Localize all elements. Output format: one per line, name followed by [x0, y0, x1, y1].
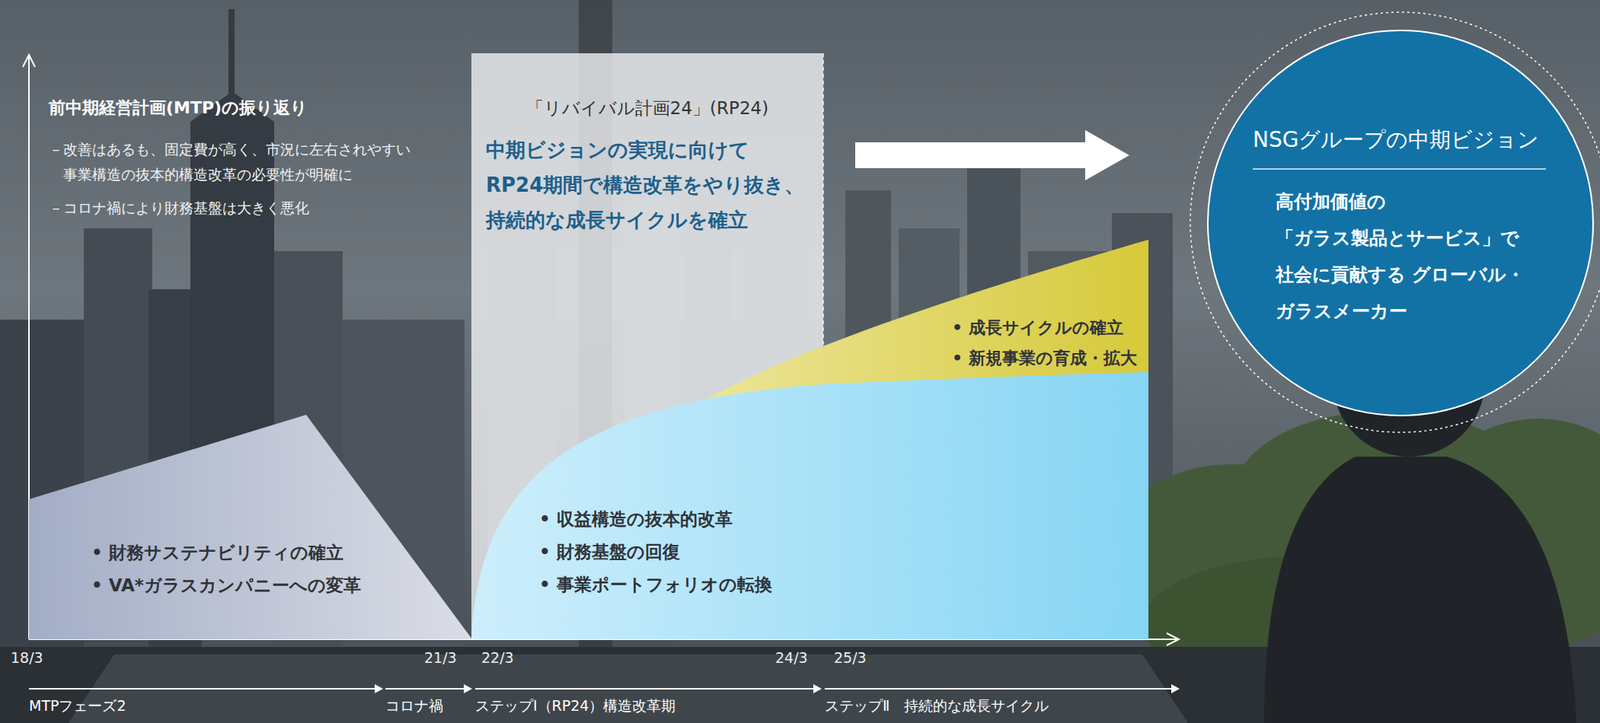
review-note: －改善はあるも、固定費が高く、市況に左右されやすい 事業構造の抜本的構造改革の必…	[48, 137, 476, 188]
text-slot: 18/3	[10, 648, 64, 668]
tick-label: 22/3	[481, 648, 535, 668]
node-text: • 事業ポートフォリオの転換	[539, 573, 844, 597]
shape-outline	[471, 372, 1149, 640]
node-title: NSGグループの中期ビジョン	[1252, 126, 1558, 154]
tick-label: 24/3	[775, 648, 829, 668]
text-slot: －改善はあるも、固定費が高く、市況に左右されやすい 事業構造の抜本的構造改革の必…	[48, 137, 476, 188]
text-slot: 中期ビジョンの実現に向けて RP24期間で構造改革をやり抜き、 持続的な成長サイ…	[485, 132, 814, 238]
node-text: 高付加価値の 「ガラス製品とサービス」で 社会に貢献する グローバル・ガラスメー…	[1275, 183, 1565, 330]
recovery-area: • 収益構造の抜本的改革 • 財務基盤の回復 • 事業ポートフォリオの転換	[471, 372, 1149, 640]
node-text: • 成長サイクルの確立	[951, 316, 1143, 339]
text-slot: 24/3	[775, 648, 829, 668]
tick-label: 25/3	[833, 648, 888, 668]
node-text: • 財務サステナビリティの確立	[91, 541, 412, 565]
node-text: • 財務基盤の回復	[539, 540, 844, 564]
text-slot: • VA*ガラスカンパニーへの変革	[91, 574, 412, 598]
text-slot: • 事業ポートフォリオの転換	[539, 573, 844, 597]
text-slot: MTPフェーズ2	[28, 696, 334, 716]
shape-fill	[28, 415, 473, 640]
timeline-arrows	[28, 684, 1180, 694]
node-text: 中期ビジョンの実現に向けて RP24期間で構造改革をやり抜き、 持続的な成長サイ…	[485, 132, 814, 238]
text-slot: コロナ禍	[385, 696, 471, 716]
phase-label: ステップⅡ 持続的な成長サイクル	[824, 696, 1168, 716]
section-heading: 前中期経営計画(MTP)の振り返り	[48, 96, 476, 119]
phase-label: コロナ禍	[385, 696, 471, 716]
node-text: • 新規事業の育成・拡大	[951, 347, 1143, 370]
text-slot: ステップⅡ 持続的な成長サイクル	[824, 696, 1168, 716]
vision-circle: NSGグループの中期ビジョン高付加価値の 「ガラス製品とサービス」で 社会に貢献…	[1206, 28, 1595, 418]
text-slot: 22/3	[481, 648, 535, 668]
node-text: • 収益構造の抜本的改革	[539, 507, 844, 531]
text-slot: 前中期経営計画(MTP)の振り返り	[48, 96, 476, 119]
block-arrow	[855, 130, 1130, 181]
text-slot: 21/3	[424, 648, 478, 668]
text-slot: ステップⅠ（RP24）構造改革期	[475, 696, 811, 716]
dashed-ring	[1190, 12, 1600, 433]
text-slot: NSGグループの中期ビジョン	[1252, 126, 1558, 154]
tick-label: 18/3	[10, 648, 64, 668]
text-slot: 「リバイバル計画24」(RP24)	[471, 96, 824, 120]
shape-fill	[694, 239, 1149, 407]
circle-outline	[1206, 28, 1595, 418]
text-slot: • 新規事業の育成・拡大	[951, 347, 1143, 370]
shape-outline	[28, 415, 473, 640]
review-note: －コロナ禍により財務基盤は大きく悪化	[48, 198, 476, 218]
circle-fill	[1207, 30, 1594, 416]
tick-label: 21/3	[424, 648, 478, 668]
text-slot: 25/3	[833, 648, 888, 668]
text-slot: • 財務基盤の回復	[539, 540, 844, 564]
decline-wedge: • 財務サステナビリティの確立 • VA*ガラスカンパニーへの変革	[28, 415, 473, 640]
text-slot: • 収益構造の抜本的改革	[539, 507, 844, 531]
shape-fill	[471, 372, 1149, 640]
node-title: 「リバイバル計画24」(RP24)	[471, 96, 824, 120]
text-slot: • 成長サイクルの確立	[951, 316, 1143, 339]
text-slot: 高付加価値の 「ガラス製品とサービス」で 社会に貢献する グローバル・ガラスメー…	[1275, 183, 1565, 330]
phase-label: MTPフェーズ2	[28, 696, 334, 716]
text-slot: • 財務サステナビリティの確立	[91, 541, 412, 565]
node-text: • VA*ガラスカンパニーへの変革	[91, 574, 412, 598]
phase-label: ステップⅠ（RP24）構造改革期	[475, 696, 811, 716]
text-slot: －コロナ禍により財務基盤は大きく悪化	[48, 198, 476, 218]
title-rule	[1252, 168, 1546, 170]
